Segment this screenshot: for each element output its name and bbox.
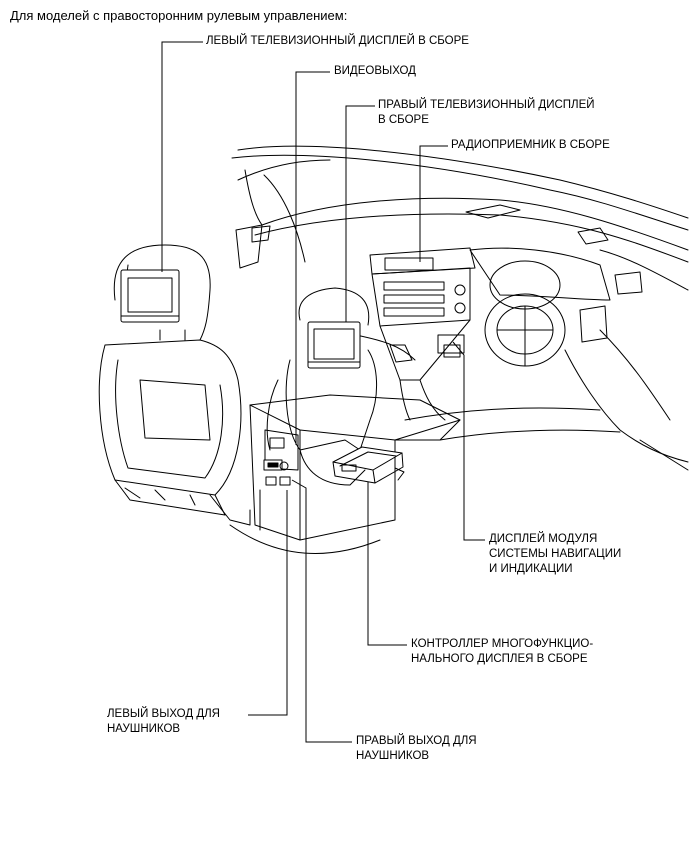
leader-lines [161,41,485,743]
console-drawing [249,394,461,541]
dashboard-drawing [231,145,689,471]
label-right-tv-display-line1: ПРАВЫЙ ТЕЛЕВИЗИОННЫЙ ДИСПЛЕЙ [378,99,595,111]
label-left-headphone-line1: ЛЕВЫЙ ВЫХОД ДЛЯ [107,708,220,720]
leader-radio-receiver [419,145,448,262]
leader-mfd-controller [367,482,407,646]
label-radio-receiver: РАДИОПРИЕМНИК В СБОРЕ [451,139,610,151]
label-nav-display-line3: И ИНДИКАЦИИ [489,563,573,575]
label-left-headphone-line2: НАУШНИКОВ [107,723,181,735]
leader-right-tv-display [345,105,375,322]
page-heading: Для моделей с правосторонним рулевым упр… [10,8,348,23]
leader-right-headphone [291,479,352,743]
label-right-tv-display-line2: В СБОРЕ [378,114,429,126]
leader-video-out [295,71,330,445]
label-video-out: ВИДЕОВЫХОД [334,65,416,77]
floor-drawing [229,407,621,554]
leader-left-tv-display [161,41,203,272]
label-left-tv-display: ЛЕВЫЙ ТЕЛЕВИЗИОННЫЙ ДИСПЛЕЙ В СБОРЕ [206,35,469,47]
mfd-controller-drawing [332,446,405,484]
leader-left-headphone [248,490,288,716]
label-mfd-controller-line1: КОНТРОЛЛЕР МНОГОФУНКЦИО- [411,638,594,650]
left-tv-display-drawing [120,269,180,323]
label-mfd-controller-line2: НАЛЬНОГО ДИСПЛЕЯ В СБОРЕ [411,653,588,665]
right-seat-drawing [266,287,416,486]
label-right-headphone-line1: ПРАВЫЙ ВЫХОД ДЛЯ [356,735,477,747]
label-right-headphone-line2: НАУШНИКОВ [356,750,430,762]
leader-nav-display [452,341,485,541]
label-nav-display-line2: СИСТЕМЫ НАВИГАЦИИ [489,548,622,560]
right-tv-display-drawing [307,321,361,369]
label-nav-display-line1: ДИСПЛЕЙ МОДУЛЯ [489,533,598,545]
center-stack-drawing [369,247,476,421]
